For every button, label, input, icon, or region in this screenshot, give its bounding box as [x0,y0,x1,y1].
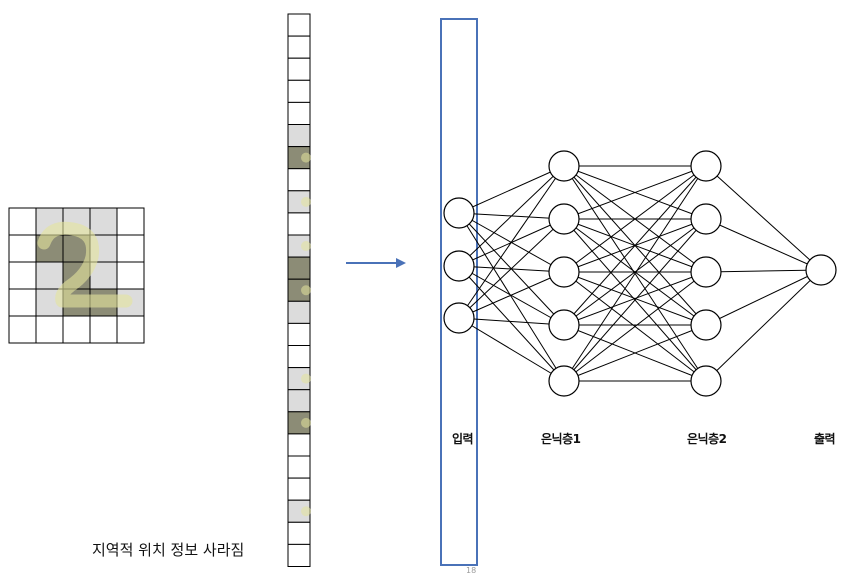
connection-line [563,165,707,273]
vector-cell [287,35,311,59]
hidden2-node [690,365,722,397]
digit-image-grid [8,207,145,344]
digit-pixel [89,207,118,236]
vector-cell [287,345,311,369]
digit-pixel [116,207,145,236]
connection-line [563,218,707,382]
hidden1-node [548,256,580,288]
digit-pixel [116,234,145,263]
input-layer-label: 입력 [452,432,474,446]
hidden2-node [690,256,722,288]
caption-local-position-lost: 지역적 위치 정보 사라짐 [92,541,245,559]
connection-line [458,271,565,319]
digit-pixel [8,207,37,236]
flatten-arrow-head [396,258,406,268]
vector-cell [287,168,311,192]
hidden2-node [690,150,722,182]
connection-line [458,218,565,319]
digit-pixel [116,315,145,344]
network-connections [458,165,822,382]
digit-pixel [35,261,64,290]
vector-cell [287,389,311,413]
connection-line [705,218,822,271]
vector-cell [287,13,311,37]
input-node [443,250,475,282]
vector-cell [287,256,311,280]
digit-pixel [62,315,91,344]
vector-cell-highlight [301,373,311,384]
hidden-layer-2-label: 은닉층2 [687,432,727,446]
vector-cell-highlight [301,285,311,296]
vector-cell [287,79,311,103]
vector-cell-highlight [301,506,311,517]
vector-cell-highlight [301,241,311,252]
hidden1-node [548,203,580,235]
connection-line [563,165,707,326]
connection-line [563,165,707,220]
vector-cell [287,521,311,545]
connection-line [458,165,565,267]
vector-cell-highlight [301,417,311,428]
input-node [443,197,475,229]
hidden1-node [548,150,580,182]
vector-cell [287,477,311,501]
connection-line [705,269,822,273]
vector-cell [287,455,311,479]
digit-pixel [116,261,145,290]
hidden1-node [548,365,580,397]
hidden1-node [548,309,580,341]
vector-cell [287,124,311,148]
vector-cell [287,212,311,236]
vector-cell-highlight [301,196,311,207]
hidden-layer-1-label: 은닉층1 [541,432,581,446]
vector-cell [287,57,311,81]
input-layer-box [440,18,478,566]
connection-line [563,271,707,326]
input-node [443,302,475,334]
connection-line [458,317,565,382]
hidden2-node [690,309,722,341]
vector-cell [287,300,311,324]
network-nodes [443,150,837,397]
connection-line [458,317,565,326]
connection-line [458,212,565,382]
vector-cell [287,543,311,568]
digit-pixel [8,261,37,290]
digit-pixel [89,315,118,344]
vector-cell [287,101,311,126]
vector-cell-highlight [301,152,311,163]
connection-line [458,165,565,214]
connection-line [705,165,822,271]
vector-cell [287,433,311,457]
connection-line [563,165,707,382]
digit-pixel [8,288,37,317]
connection-line [563,218,707,326]
connection-line [563,271,707,382]
connection-line [563,324,707,382]
page-number: 18 [466,566,477,575]
output-layer-label: 출력 [814,432,836,446]
digit-pixel [8,315,37,344]
output-node [805,254,837,286]
hidden2-node [690,203,722,235]
digit-pixel [8,234,37,263]
flattened-input-vector [287,13,311,568]
digit-pixel [35,315,64,344]
connection-line [458,265,565,382]
connection-line [705,269,822,326]
connection-line [458,165,565,319]
vector-cell [287,322,311,346]
connection-line [705,269,822,382]
digit-two-stroke [37,221,133,308]
